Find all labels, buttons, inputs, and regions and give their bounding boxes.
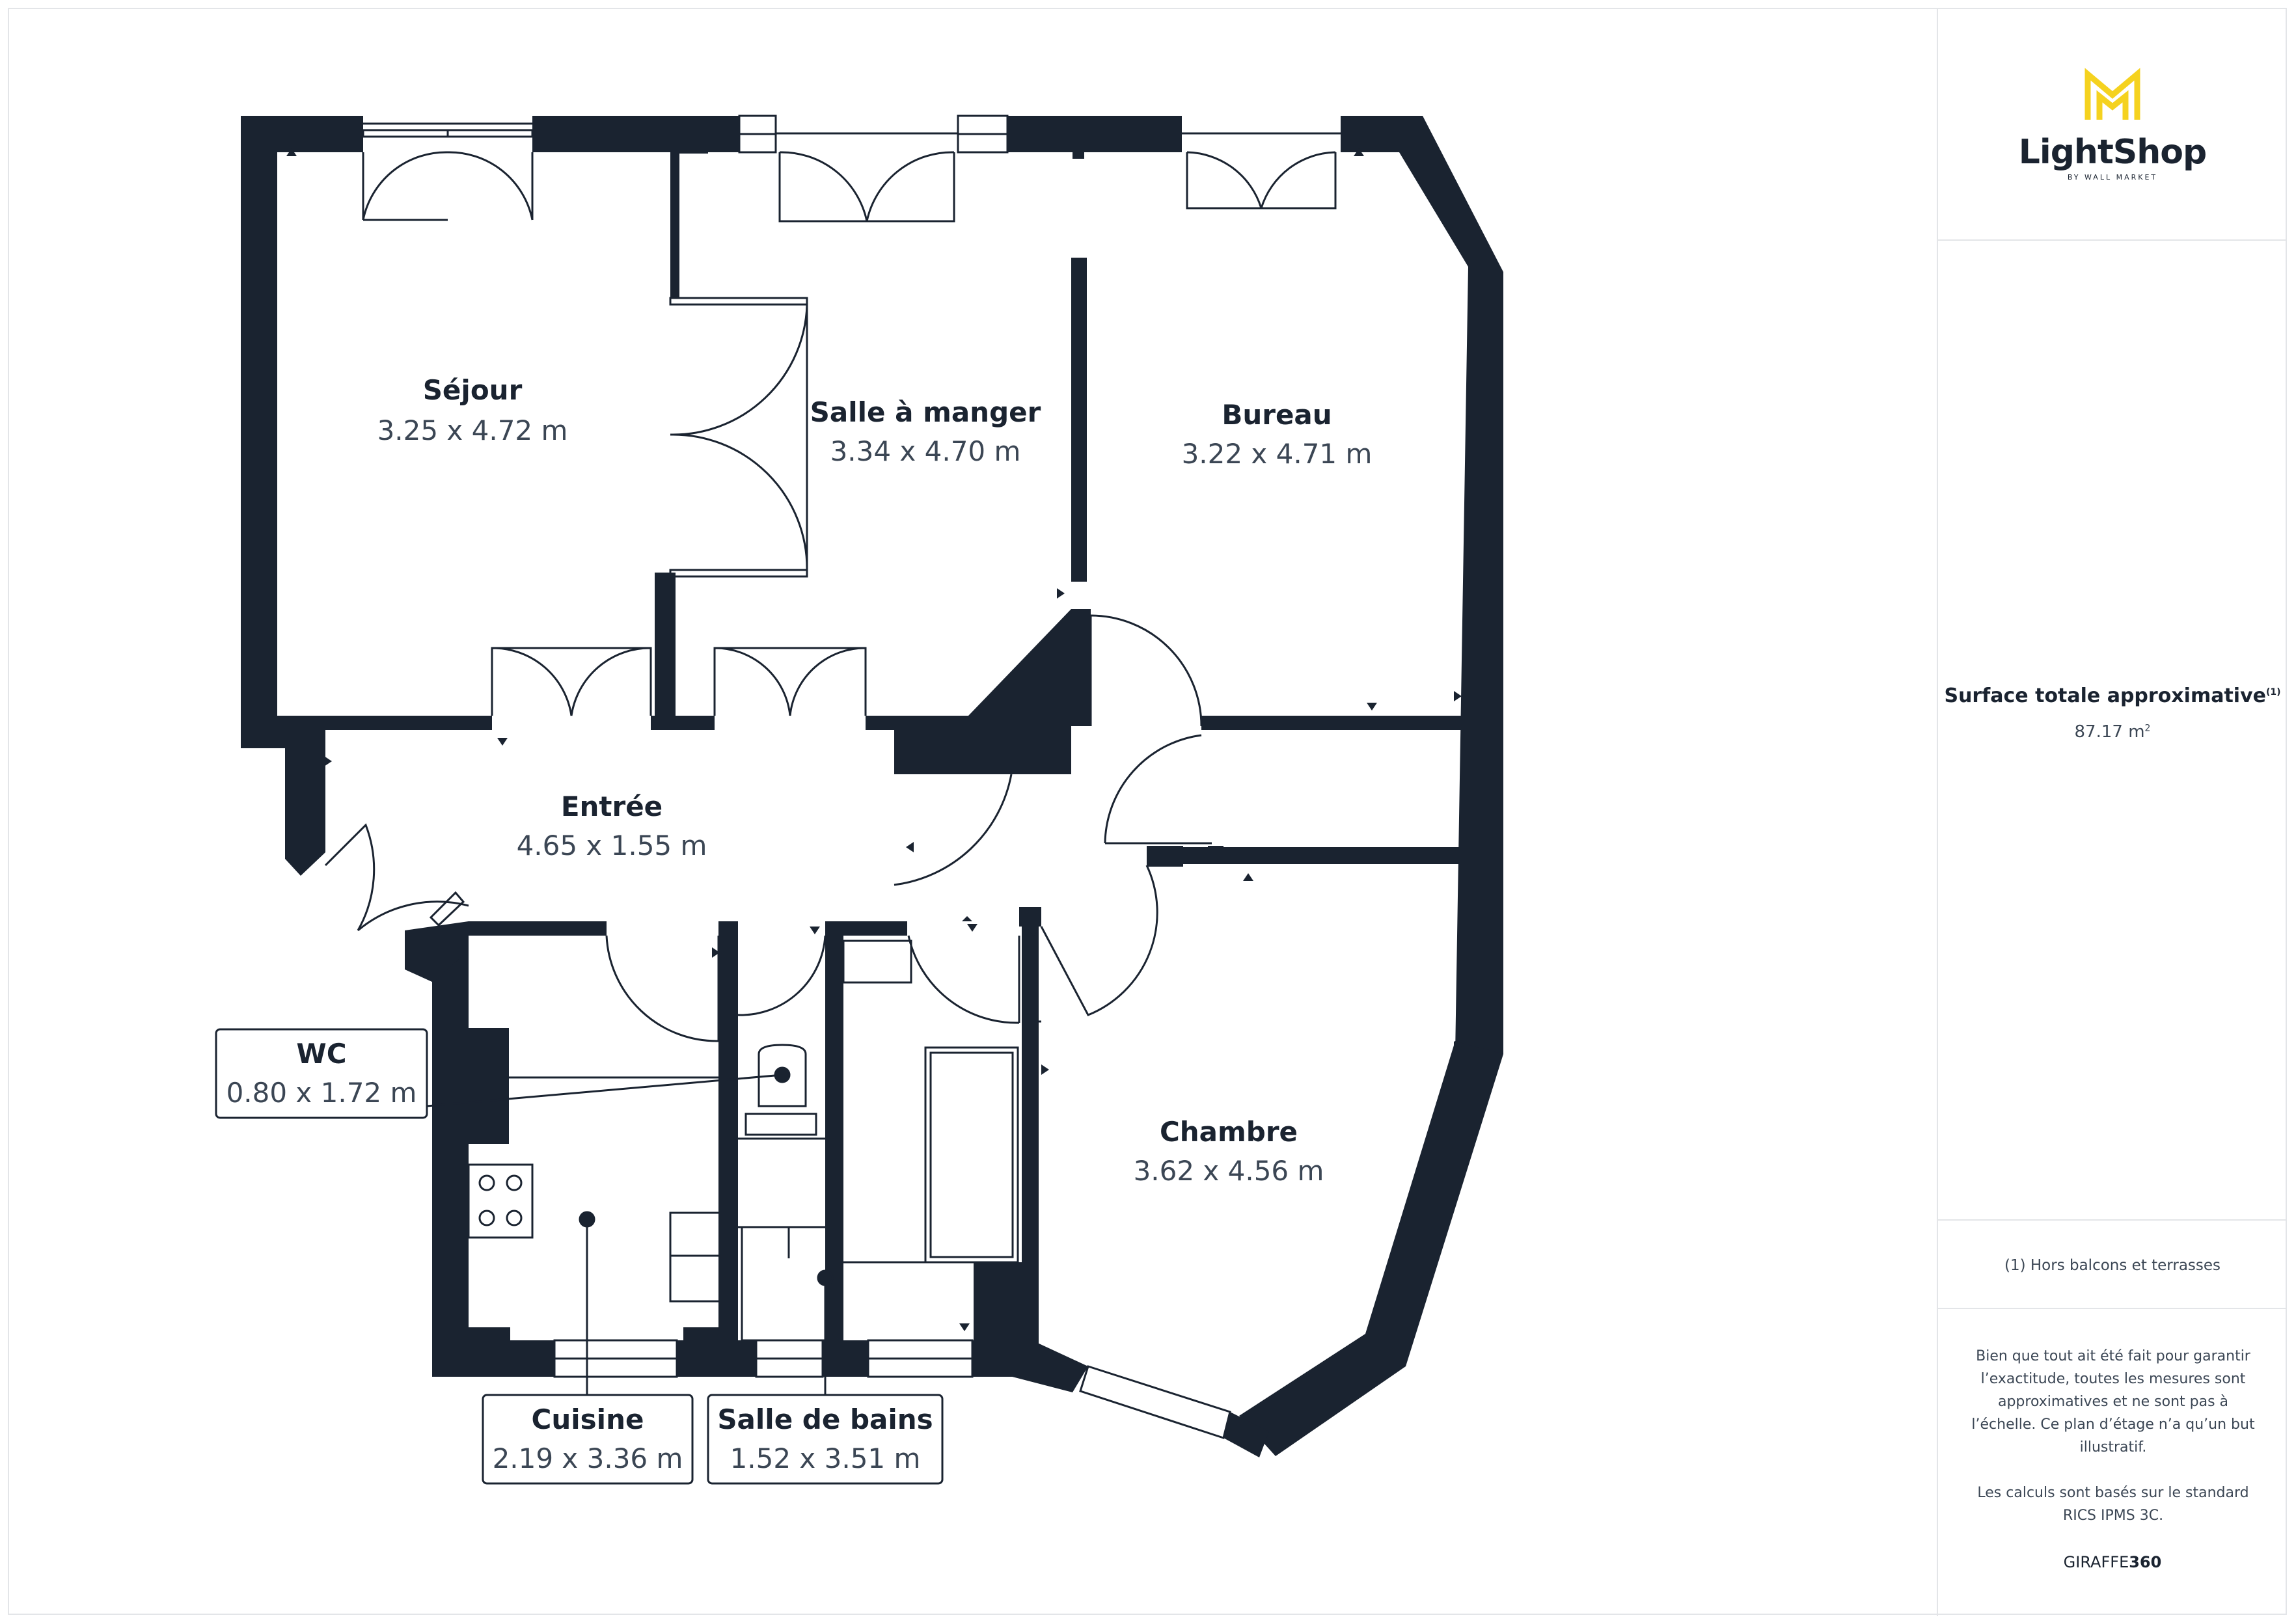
room-sejour-name: Séjour [423, 374, 523, 406]
windows [553, 115, 1231, 1439]
surface-title: Surface totale approximative(1) [1938, 684, 2287, 707]
room-salle-a-manger-dims: 3.34 x 4.70 m [830, 435, 1021, 467]
separator [1938, 1219, 2287, 1221]
disclaimer: Bien que tout ait été fait pour garantir… [1971, 1348, 2255, 1455]
sidebar: LightShop BY WALL MARKET Surface totale … [1937, 8, 2287, 1616]
walls [241, 116, 1503, 1457]
giraffe360-brand: GIRAFFE360 [1938, 1553, 2287, 1571]
doors [324, 122, 1341, 1342]
separator [1938, 239, 2287, 241]
brand-light: GIRAFFE [2063, 1553, 2129, 1571]
room-cuisine-name: Cuisine [532, 1403, 644, 1435]
markers [286, 148, 1462, 1331]
room-chambre-name: Chambre [1160, 1116, 1298, 1148]
logo-wordmark: LightShop [2018, 133, 2207, 172]
lightshop-logo: LightShop BY WALL MARKET [1938, 66, 2287, 182]
room-labels: Séjour 3.25 x 4.72 m Salle à manger 3.34… [377, 374, 1373, 1187]
brand-bold: 360 [2129, 1553, 2162, 1571]
separator [1938, 1308, 2287, 1309]
lightshop-logo-icon [2084, 68, 2140, 120]
room-entree-name: Entrée [561, 791, 663, 822]
surface-value-text: 87.17 m [2074, 722, 2145, 742]
room-wc-dims: 0.80 x 1.72 m [226, 1077, 417, 1109]
room-salle-de-bains-dims: 1.52 x 3.51 m [730, 1442, 921, 1474]
callout-wc: WC 0.80 x 1.72 m [215, 1028, 428, 1119]
callout-cuisine: Cuisine 2.19 x 3.36 m [482, 1394, 694, 1485]
floor-plan: Séjour 3.25 x 4.72 m Salle à manger 3.34… [215, 115, 1503, 1485]
room-cuisine-dims: 2.19 x 3.36 m [493, 1442, 683, 1474]
callout-salle-de-bains: Salle de bains 1.52 x 3.51 m [707, 1394, 944, 1485]
page-frame [8, 8, 2287, 1615]
room-sejour-dims: 3.25 x 4.72 m [377, 414, 568, 446]
surface-unit-sup: 2 [2144, 723, 2151, 734]
surface-value: 87.17 m2 [1938, 722, 2287, 742]
logo-subtitle: BY WALL MARKET [2067, 173, 2158, 182]
room-bureau-dims: 3.22 x 4.71 m [1182, 438, 1373, 470]
surface-title-sup: (1) [2265, 687, 2281, 697]
standard-note: Les calculs sont basés sur le standard R… [1977, 1485, 2249, 1524]
surface-title-text: Surface totale approximative [1944, 684, 2266, 707]
footnote: (1) Hors balcons et terrasses [2004, 1257, 2221, 1274]
room-wc-name: WC [296, 1038, 346, 1070]
room-bureau-name: Bureau [1222, 399, 1332, 431]
room-entree-dims: 4.65 x 1.55 m [517, 830, 707, 861]
leader-lines [426, 1066, 834, 1395]
room-salle-de-bains-name: Salle de bains [717, 1403, 933, 1435]
room-salle-a-manger-name: Salle à manger [810, 396, 1041, 428]
room-chambre-dims: 3.62 x 4.56 m [1134, 1155, 1324, 1187]
